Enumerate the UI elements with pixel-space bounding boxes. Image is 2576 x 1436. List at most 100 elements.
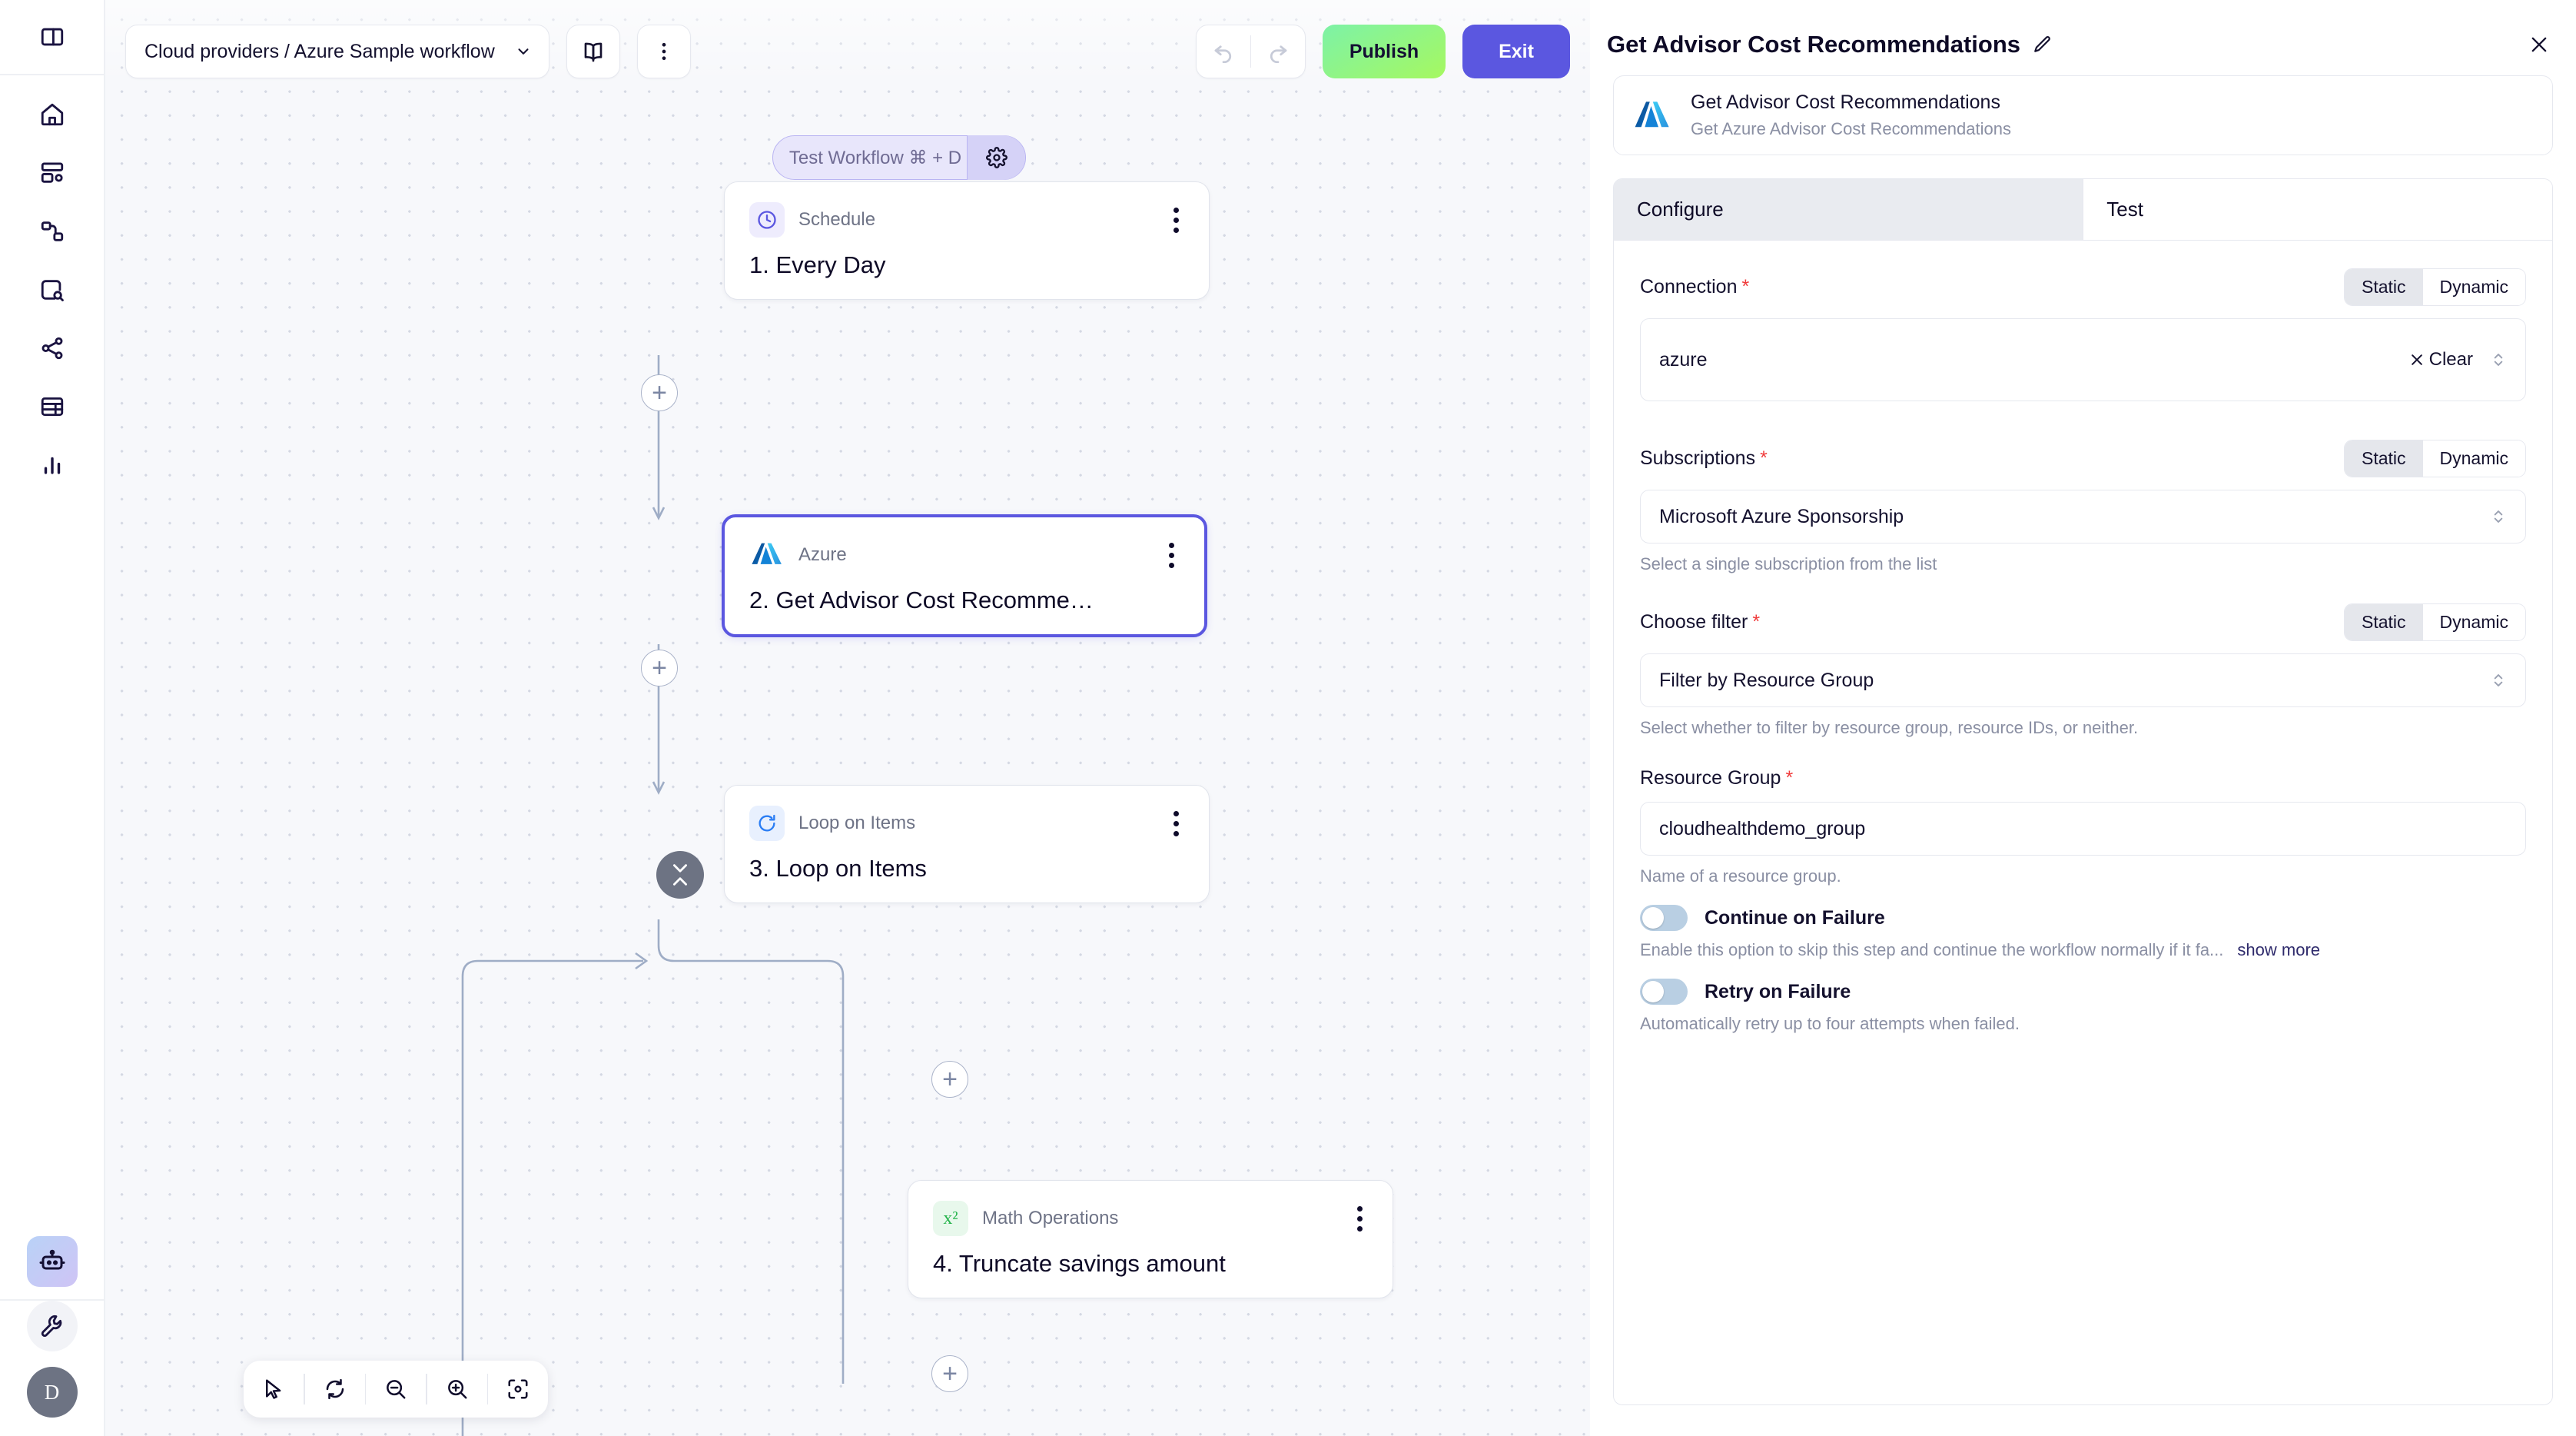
retry-on-failure-switch[interactable] xyxy=(1640,979,1688,1005)
collapse-chevrons-icon[interactable] xyxy=(656,851,704,899)
canvas-view-toolbar xyxy=(244,1361,548,1418)
seg-static[interactable]: Static xyxy=(2345,440,2423,477)
rail-bottom-section: D xyxy=(26,1301,78,1436)
field-label: Connection xyxy=(1640,276,1738,298)
node-kebab-icon[interactable] xyxy=(1348,1201,1371,1236)
bar-chart-icon[interactable] xyxy=(26,441,78,489)
field-gap xyxy=(1640,580,2526,603)
zoom-in-icon[interactable] xyxy=(427,1361,487,1418)
redo-icon[interactable] xyxy=(1251,25,1305,78)
add-step-button-3[interactable]: + xyxy=(931,1061,968,1098)
seg-dynamic[interactable]: Dynamic xyxy=(2422,269,2525,305)
test-workflow-pill[interactable]: Test Workflow ⌘ + D xyxy=(772,135,1026,180)
workflow-node-loop[interactable]: Loop on Items 3. Loop on Items xyxy=(724,785,1210,903)
seg-dynamic[interactable]: Dynamic xyxy=(2422,440,2525,477)
field-label: Choose filter xyxy=(1640,611,1748,633)
test-workflow-label: Test Workflow ⌘ + D xyxy=(788,147,962,168)
undo-redo-group xyxy=(1195,25,1306,78)
clear-label: Clear xyxy=(2428,349,2473,370)
node-header: Loop on Items xyxy=(749,806,1187,841)
panel-toggle-icon[interactable] xyxy=(26,13,78,61)
wrench-icon[interactable] xyxy=(26,1301,78,1351)
chevron-updown-icon[interactable] xyxy=(2490,670,2507,690)
toolbar-divider xyxy=(486,1374,488,1404)
resource-group-help: Name of a resource group. xyxy=(1640,866,1841,886)
panel-tabs: Configure Test xyxy=(1613,178,2553,241)
workflow-node-math[interactable]: x² Math Operations 4. Truncate savings a… xyxy=(908,1180,1393,1298)
zoom-out-icon[interactable] xyxy=(366,1361,426,1418)
rail-top-section xyxy=(0,0,104,75)
pencil-icon[interactable] xyxy=(2033,35,2053,55)
x-icon xyxy=(2409,352,2425,367)
field-header: Connection * Static Dynamic xyxy=(1640,268,2526,306)
node-kebab-icon[interactable] xyxy=(1160,537,1183,573)
show-more-link[interactable]: show more xyxy=(2237,940,2320,959)
retry-on-failure-help-row: Automatically retry up to four attempts … xyxy=(1640,1014,2526,1034)
chevron-updown-icon[interactable] xyxy=(2490,507,2507,527)
resource-group-input[interactable]: cloudhealthdemo_group xyxy=(1640,802,2526,856)
seg-static[interactable]: Static xyxy=(2345,269,2423,305)
add-step-button-4[interactable]: + xyxy=(931,1355,968,1392)
add-step-button-1[interactable]: + xyxy=(641,374,678,411)
node-kebab-icon[interactable] xyxy=(1164,202,1187,238)
node-title: 2. Get Advisor Cost Recomme… xyxy=(749,587,1094,613)
home-icon[interactable] xyxy=(26,91,78,138)
rail-divider xyxy=(0,1299,105,1301)
connection-input[interactable]: azure Clear xyxy=(1640,318,2526,401)
robot-icon[interactable] xyxy=(26,1236,78,1287)
chevron-updown-icon[interactable] xyxy=(2490,350,2507,370)
toolbar-divider xyxy=(364,1374,366,1404)
dashboard-settings-icon[interactable] xyxy=(26,149,78,197)
book-icon[interactable] xyxy=(566,25,620,78)
workflow-node-azure[interactable]: Azure 2. Get Advisor Cost Recomme… xyxy=(722,514,1207,637)
share-nodes-icon[interactable] xyxy=(26,324,78,372)
toggle-continue-on-failure[interactable]: Continue on Failure xyxy=(1640,905,2526,931)
chevron-down-icon xyxy=(515,43,532,60)
static-dynamic-toggle-subscriptions: Static Dynamic xyxy=(2344,440,2526,477)
tab-configure[interactable]: Configure xyxy=(1614,179,2083,240)
azure-logo-icon xyxy=(749,537,785,573)
resource-group-value: cloudhealthdemo_group xyxy=(1659,817,1866,839)
exit-button[interactable]: Exit xyxy=(1462,25,1570,78)
subscriptions-help: Select a single subscription from the li… xyxy=(1640,554,1937,573)
cursor-arrow-icon[interactable] xyxy=(244,1361,304,1418)
clear-connection-button[interactable]: Clear xyxy=(2409,349,2473,371)
kebab-menu-icon[interactable] xyxy=(636,25,691,78)
subscriptions-select[interactable]: Microsoft Azure Sponsorship xyxy=(1640,490,2526,543)
refresh-loop-icon xyxy=(749,806,785,841)
search-box-icon[interactable] xyxy=(26,266,78,314)
seg-static[interactable]: Static xyxy=(2345,604,2423,640)
workflow-selector[interactable]: Cloud providers / Azure Sample workflow xyxy=(125,25,549,78)
retry-on-failure-help: Automatically retry up to four attempts … xyxy=(1640,1014,2020,1033)
field-subscriptions: Subscriptions * Static Dynamic Microsoft… xyxy=(1640,440,2526,574)
avatar[interactable]: D xyxy=(26,1367,78,1418)
table-icon[interactable] xyxy=(26,383,78,430)
required-marker: * xyxy=(1785,767,1794,789)
tab-test[interactable]: Test xyxy=(2083,179,2552,240)
choose-filter-select[interactable]: Filter by Resource Group xyxy=(1640,653,2526,707)
field-header: Choose filter * Static Dynamic xyxy=(1640,603,2526,641)
rail-nav-list xyxy=(26,75,78,489)
continue-on-failure-switch[interactable] xyxy=(1640,905,1688,931)
fit-view-icon[interactable] xyxy=(488,1361,548,1418)
workflow-node-schedule[interactable]: Schedule 1. Every Day xyxy=(724,181,1210,300)
workflow-canvas[interactable]: Cloud providers / Azure Sample workflow xyxy=(105,0,1590,1436)
node-kebab-icon[interactable] xyxy=(1164,806,1187,841)
step-config-panel: Get Advisor Cost Recommendations xyxy=(1590,0,2576,1436)
clock-icon xyxy=(749,202,785,238)
tab-divider xyxy=(2082,179,2084,240)
field-header: Subscriptions * Static Dynamic xyxy=(1640,440,2526,477)
seg-dynamic[interactable]: Dynamic xyxy=(2422,604,2525,640)
undo-icon[interactable] xyxy=(1197,25,1250,78)
choose-filter-value: Filter by Resource Group xyxy=(1659,669,1874,691)
node-header: x² Math Operations xyxy=(933,1201,1371,1236)
close-icon[interactable] xyxy=(2528,34,2550,55)
gear-icon[interactable] xyxy=(967,135,1025,180)
reset-view-icon[interactable] xyxy=(305,1361,365,1418)
add-step-button-2[interactable]: + xyxy=(641,650,678,686)
workflows-icon[interactable] xyxy=(26,208,78,255)
app-card-description: Get Azure Advisor Cost Recommendations xyxy=(1691,119,2011,138)
toggle-retry-on-failure[interactable]: Retry on Failure xyxy=(1640,979,2526,1005)
publish-button[interactable]: Publish xyxy=(1323,25,1446,78)
